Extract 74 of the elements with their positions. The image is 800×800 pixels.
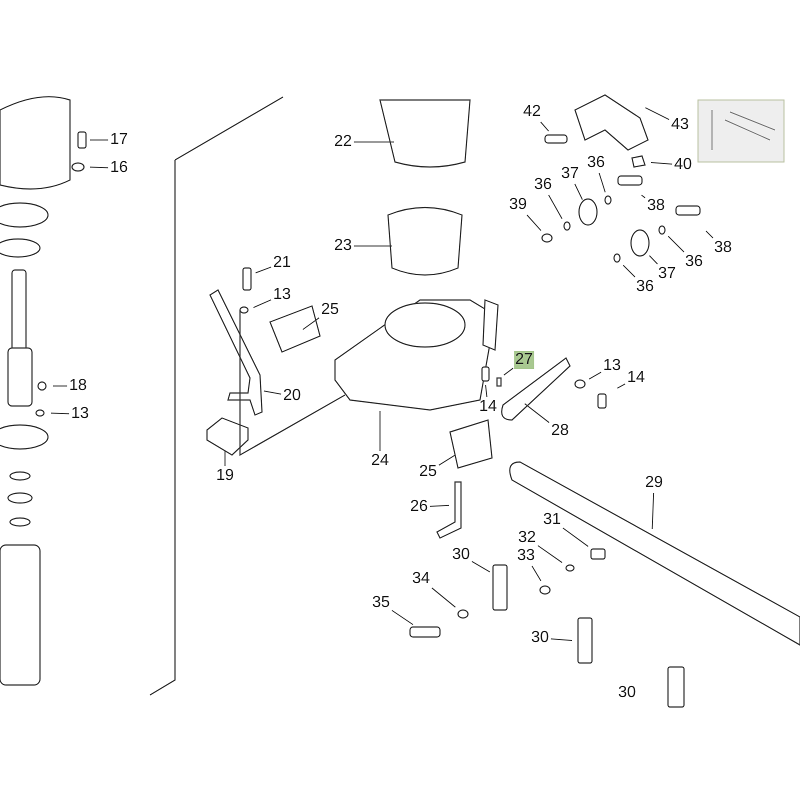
callout-number: 13	[70, 405, 90, 423]
leader-line	[255, 266, 272, 274]
callout-number: 27	[514, 351, 534, 369]
leader-line	[485, 384, 488, 398]
leader-line	[537, 545, 563, 564]
callout-number: 18	[68, 377, 88, 395]
callout-number: 25	[418, 463, 438, 481]
leader-line	[668, 236, 684, 252]
leader-line	[503, 368, 514, 376]
callout-number: 25	[320, 301, 340, 319]
leader-line	[431, 587, 456, 608]
leader-line	[429, 504, 450, 507]
leader-line	[648, 255, 658, 264]
leader-line	[471, 560, 490, 572]
callout-number: 33	[516, 547, 536, 565]
callout-number: 38	[713, 239, 733, 257]
leader-line	[641, 194, 646, 198]
leader-line	[588, 372, 602, 380]
callout-number: 36	[533, 176, 553, 194]
leader-line	[644, 107, 670, 120]
leader-line	[650, 162, 673, 165]
leader-line	[622, 264, 636, 278]
leader-line	[391, 610, 414, 626]
callout-number: 30	[617, 684, 637, 702]
callout-number: 17	[109, 131, 129, 149]
leader-line	[616, 383, 626, 389]
callout-number: 23	[333, 237, 353, 255]
callout-number: 38	[646, 197, 666, 215]
callout-number: 21	[272, 254, 292, 272]
callout-number: 29	[644, 474, 664, 492]
leader-line	[253, 299, 272, 308]
leader-line	[224, 450, 226, 466]
callout-number: 32	[517, 529, 537, 547]
callout-number: 24	[370, 452, 390, 470]
leader-line	[524, 403, 550, 424]
leader-line	[548, 194, 563, 220]
callout-number: 37	[560, 165, 580, 183]
callout-number: 43	[670, 116, 690, 134]
leader-line	[562, 527, 589, 547]
leader-line	[532, 566, 542, 582]
leader-line	[302, 317, 320, 330]
callout-number: 40	[673, 156, 693, 174]
leader-line	[526, 214, 542, 232]
callout-number: 28	[550, 422, 570, 440]
callout-number: 14	[626, 369, 646, 387]
leader-line	[706, 230, 714, 238]
leader-line	[652, 492, 654, 530]
leader-line	[574, 184, 583, 200]
callout-number: 26	[409, 498, 429, 516]
callout-number: 14	[478, 398, 498, 416]
callout-number: 16	[109, 159, 129, 177]
leader-line	[90, 166, 109, 168]
callout-number: 36	[586, 154, 606, 172]
callout-number: 31	[542, 511, 562, 529]
callout-number: 34	[411, 570, 431, 588]
callout-number: 13	[272, 286, 292, 304]
callout-number: 20	[282, 387, 302, 405]
leader-line	[263, 390, 282, 395]
callout-number: 30	[530, 629, 550, 647]
callout-number: 22	[333, 133, 353, 151]
callout-number: 39	[508, 196, 528, 214]
callout-number: 19	[215, 467, 235, 485]
callout-number: 36	[684, 253, 704, 271]
leader-line	[550, 638, 573, 642]
callout-number: 30	[451, 546, 471, 564]
callout-number: 42	[522, 103, 542, 121]
callout-number: 13	[602, 357, 622, 375]
leader-line	[50, 412, 70, 414]
leader-line	[540, 122, 550, 132]
leader-line	[438, 454, 456, 466]
callout-number: 35	[371, 594, 391, 612]
callout-number: 36	[635, 278, 655, 296]
leader-line	[598, 172, 606, 193]
callout-number: 37	[657, 265, 677, 283]
